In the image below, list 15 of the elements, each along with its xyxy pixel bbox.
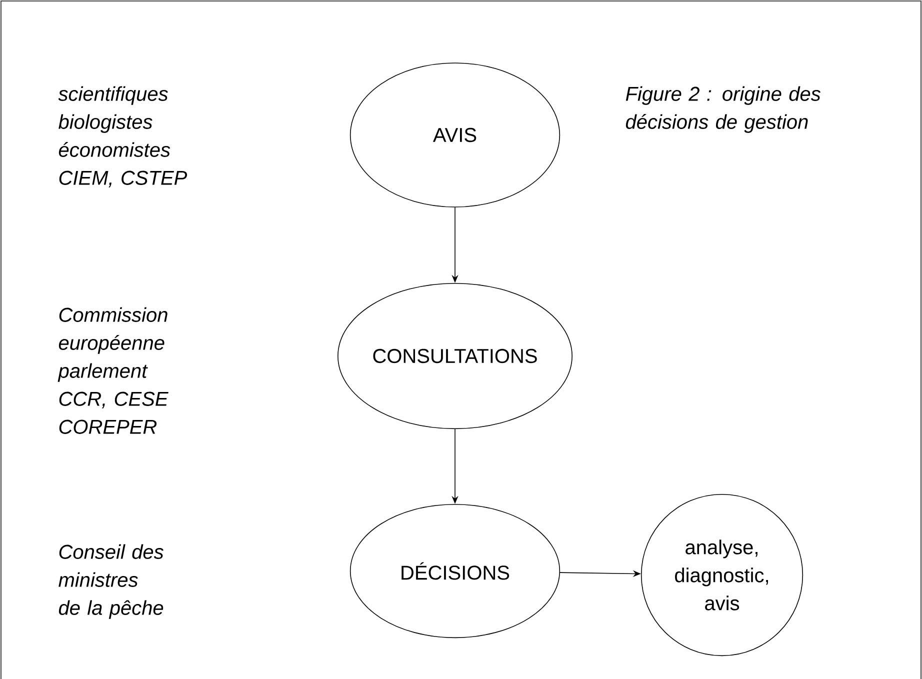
node-label: CIEM, CSTEP: [59, 170, 188, 188]
node-label: économistes: [58, 142, 170, 157]
node-label: CCR, CESE: [59, 392, 168, 408]
node-label: scientifiques: [58, 86, 168, 105]
beside-text: scientifiques biologistes économistes CIEM, CSTEP: [58, 86, 188, 188]
beside-text: Commission européenne parlement CCR, CESE COREPER: [58, 307, 168, 434]
ellipse-node: DÉCISIONS: [350, 504, 560, 638]
node-label: COREPER: [59, 420, 157, 434]
ellipse-node: CONSULTATIONS: [338, 282, 572, 430]
beside-text: Conseil des ministres de la pêche: [58, 544, 164, 619]
circle-node: analyse, diagnostic, avis: [640, 494, 804, 656]
node-label: biologistes: [58, 114, 152, 133]
node-label: parlement: [58, 363, 148, 382]
caption: Figure 2 : origine des décisions de gestion: [626, 86, 820, 133]
ellipse-node: AVIS: [350, 62, 560, 208]
